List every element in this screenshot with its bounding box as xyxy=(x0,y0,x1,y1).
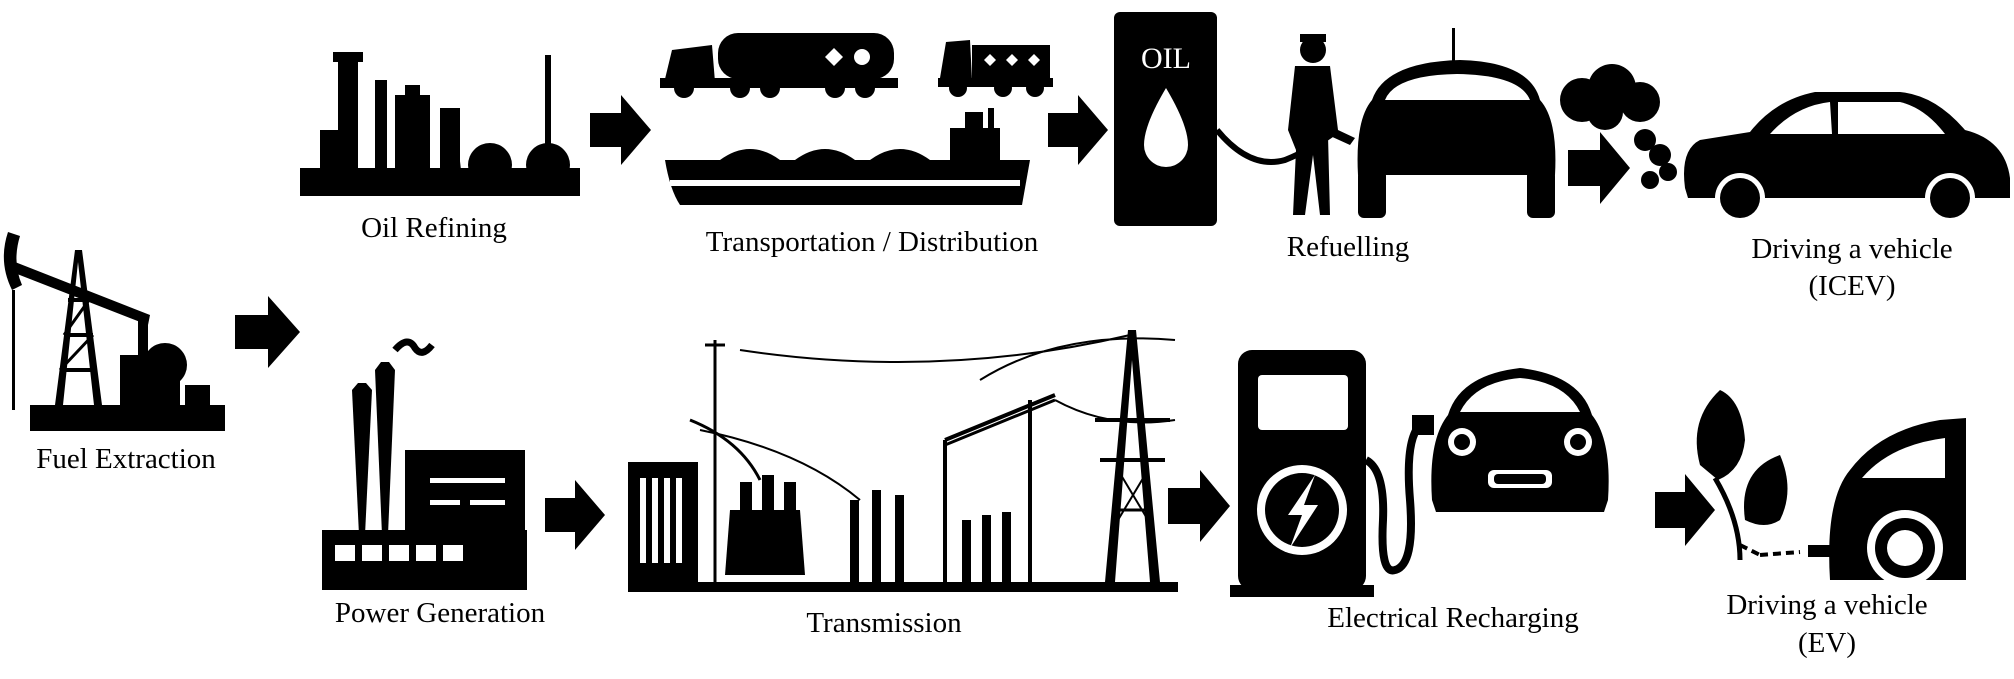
pump-oil-text: OIL xyxy=(1141,42,1191,75)
co2-text: CO2 xyxy=(1587,92,1632,117)
label-oil-refining: Oil Refining xyxy=(361,212,507,244)
oil-refinery-icon xyxy=(300,52,580,196)
label-ev-line1: Driving a vehicle xyxy=(1726,589,1927,621)
small-truck-icon xyxy=(938,40,1053,97)
arrow-icon xyxy=(1048,95,1108,165)
arrow-icon xyxy=(1655,474,1715,546)
ev-car-front-icon xyxy=(1431,368,1609,512)
label-icev-line2: (ICEV) xyxy=(1809,270,1896,302)
arrow-icon xyxy=(545,480,605,550)
label-icev-line1: Driving a vehicle xyxy=(1751,233,1952,265)
arrow-icon xyxy=(235,296,300,368)
ev-car-rear-icon xyxy=(1808,418,1966,586)
label-fuel-extraction: Fuel Extraction xyxy=(36,443,216,475)
co2-cloud-icon xyxy=(1560,64,1677,189)
arrow-icon xyxy=(1568,132,1630,204)
oil-pump-icon: OIL xyxy=(1114,12,1337,226)
arrow-icon xyxy=(590,95,651,165)
label-recharging: Electrical Recharging xyxy=(1327,602,1578,634)
car-rear-icon xyxy=(1357,28,1556,218)
icev-car-icon xyxy=(1684,92,2010,223)
pumpjack-icon xyxy=(3,232,225,431)
label-power-generation: Power Generation xyxy=(335,597,546,629)
transmission-icon xyxy=(628,330,1178,592)
label-refuelling: Refuelling xyxy=(1287,231,1409,263)
leaf-icon xyxy=(1696,390,1801,561)
label-transmission: Transmission xyxy=(806,607,962,639)
power-plant-icon xyxy=(322,338,527,590)
ev-charger-icon xyxy=(1230,350,1434,597)
cargo-ship-icon xyxy=(665,108,1030,205)
tanker-truck-icon xyxy=(660,33,898,98)
arrow-icon xyxy=(1168,470,1230,542)
person-refuelling-icon xyxy=(1288,34,1355,215)
label-ev-line2: (EV) xyxy=(1798,627,1856,659)
label-transportation: Transportation / Distribution xyxy=(706,226,1039,258)
